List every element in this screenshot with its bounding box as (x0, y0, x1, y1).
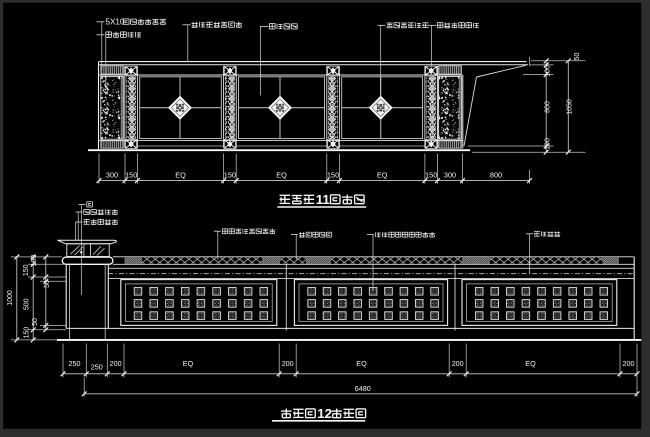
svg-text:250: 250 (69, 359, 81, 368)
svg-text:300: 300 (444, 171, 456, 180)
svg-text:5X10: 5X10 (106, 18, 125, 27)
svg-text:800: 800 (490, 171, 502, 180)
svg-text:EQ: EQ (356, 359, 367, 368)
svg-text:EQ: EQ (183, 359, 194, 368)
svg-text:100: 100 (544, 138, 551, 150)
svg-text:1050: 1050 (567, 99, 574, 115)
svg-text:EQ: EQ (377, 171, 388, 180)
svg-text:150: 150 (23, 264, 30, 276)
svg-text:EQ: EQ (175, 171, 186, 180)
svg-text:150: 150 (224, 171, 236, 180)
svg-text:1000: 1000 (7, 290, 14, 306)
svg-text:150: 150 (425, 171, 437, 180)
svg-text:200: 200 (282, 359, 294, 368)
svg-text:6480: 6480 (355, 384, 371, 393)
svg-text:300: 300 (106, 171, 118, 180)
svg-text:250: 250 (91, 363, 103, 372)
svg-text:11: 11 (316, 192, 331, 207)
svg-text:500: 500 (23, 298, 30, 310)
svg-text:50: 50 (44, 280, 51, 288)
svg-text:50: 50 (574, 53, 581, 61)
svg-text:200: 200 (623, 359, 635, 368)
svg-text:150: 150 (327, 171, 339, 180)
svg-text:EQ: EQ (276, 171, 287, 180)
svg-text:100: 100 (544, 65, 551, 77)
svg-text:50: 50 (32, 318, 39, 326)
svg-text:200: 200 (110, 359, 122, 368)
svg-text:100: 100 (31, 255, 38, 267)
svg-text:150: 150 (125, 171, 137, 180)
svg-text:12: 12 (317, 406, 332, 421)
svg-text:EQ: EQ (525, 359, 536, 368)
svg-text:800: 800 (544, 101, 551, 113)
svg-text:200: 200 (452, 359, 464, 368)
svg-text:150: 150 (23, 327, 30, 339)
